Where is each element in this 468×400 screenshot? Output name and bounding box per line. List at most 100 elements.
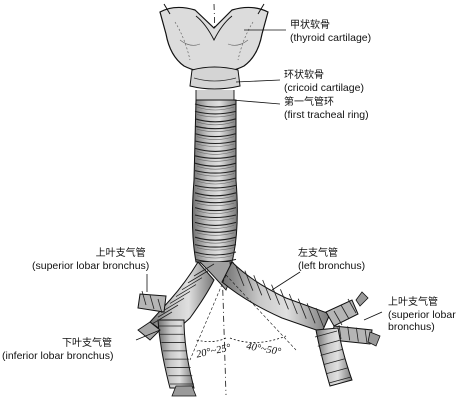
tracheal-ring-shadow bbox=[196, 121, 235, 126]
bronchus-ring bbox=[157, 298, 163, 314]
bronchus-ring bbox=[314, 330, 338, 338]
bronchus-ring bbox=[320, 349, 343, 356]
bronchus-ring bbox=[235, 265, 245, 287]
bronchus-ring bbox=[315, 307, 325, 329]
bronchus-ring bbox=[306, 303, 316, 324]
bronchus-ring bbox=[181, 277, 203, 291]
bronchus-ring bbox=[271, 284, 280, 305]
label-cricoid-zh: 环状软骨 bbox=[284, 70, 324, 81]
bronchus-ring bbox=[157, 304, 179, 318]
bronchus-ring bbox=[193, 263, 215, 277]
tracheal-ring bbox=[194, 251, 237, 256]
label-right-inferior-en: (inferior lobar bronchus) bbox=[2, 350, 114, 362]
tracheal-ring-shadow bbox=[196, 128, 235, 132]
bronchus-ring bbox=[175, 284, 197, 297]
tracheal-ring bbox=[194, 192, 237, 197]
bronchus-ring bbox=[244, 270, 254, 291]
tracheal-ring bbox=[194, 170, 237, 174]
tracheal-ring bbox=[194, 140, 237, 145]
tracheal-ring bbox=[194, 207, 237, 212]
label-cricoid: 环状软骨 (cricoid cartilage) bbox=[284, 70, 364, 94]
leader-lines bbox=[135, 29, 383, 341]
tracheal-ring-shadow bbox=[196, 225, 235, 229]
tracheal-ring-shadow bbox=[196, 136, 235, 140]
tracheal-ring bbox=[194, 103, 237, 108]
bronchi-rings bbox=[141, 263, 368, 385]
label-thyroid-en: (thyroid cartilage) bbox=[290, 32, 372, 44]
bronchus-ring bbox=[326, 367, 349, 375]
bronchus-ring bbox=[347, 298, 357, 314]
tracheal-ring-shadow bbox=[196, 202, 235, 206]
tracheal-ring-shadow bbox=[196, 217, 235, 221]
tracheal-ring-shadow bbox=[196, 210, 235, 214]
label-right-superior-zh: 上叶支气管 bbox=[95, 248, 146, 259]
tracheal-ring-shadow bbox=[196, 254, 235, 259]
bronchus-ring bbox=[163, 297, 185, 311]
bronchus-ring bbox=[297, 298, 307, 319]
bronchus-ring bbox=[328, 376, 352, 384]
tracheal-ring bbox=[194, 133, 237, 138]
bronchus-ring bbox=[151, 311, 173, 325]
label-first-ring-en: (first tracheal ring) bbox=[284, 109, 369, 121]
tracheal-ring-shadow bbox=[196, 114, 235, 118]
bronchus-ring bbox=[340, 304, 350, 320]
thyroid-cartilage bbox=[159, 3, 269, 75]
tracheal-ring bbox=[194, 221, 237, 226]
bronchus-ring bbox=[317, 339, 340, 347]
tracheal-ring-shadow bbox=[196, 165, 235, 170]
tracheal-ring-shadow bbox=[196, 180, 235, 185]
tracheal-ring-shadow bbox=[196, 247, 235, 251]
bronchus-ring bbox=[141, 290, 147, 306]
cricoid-cartilage bbox=[189, 66, 241, 103]
label-first-ring-zh: 第一气管环 bbox=[284, 97, 334, 108]
bronchus-ring bbox=[355, 327, 359, 342]
tracheal-ring bbox=[194, 229, 237, 233]
tracheal-ring bbox=[194, 118, 237, 123]
label-left-superior: 上叶支气管 (superior lobar bronchus) bbox=[388, 297, 456, 333]
tracheal-ring-shadow bbox=[196, 173, 235, 177]
bronchus-ring bbox=[364, 328, 368, 344]
bronchus-ring bbox=[347, 326, 351, 341]
label-left-main-zh: 左支气管 bbox=[298, 248, 338, 259]
tracheal-ring bbox=[194, 236, 237, 241]
tracheal-ring bbox=[194, 244, 237, 248]
bronchus-ring bbox=[280, 289, 289, 310]
label-left-superior-en1: (superior lobar bbox=[388, 309, 456, 321]
label-thyroid: 甲状软骨 (thyroid cartilage) bbox=[290, 20, 371, 44]
tracheal-ring bbox=[194, 214, 237, 219]
label-thyroid-zh: 甲状软骨 bbox=[290, 20, 330, 31]
label-cricoid-en: (cricoid cartilage) bbox=[284, 82, 364, 94]
tracheal-ring bbox=[194, 125, 237, 130]
tracheal-ring-shadow bbox=[196, 188, 235, 192]
label-left-superior-zh: 上叶支气管 bbox=[388, 297, 438, 308]
tracheal-ring bbox=[194, 147, 237, 152]
bronchus-ring bbox=[323, 358, 346, 365]
tracheal-ring bbox=[194, 258, 237, 263]
label-right-inferior-zh: 下叶支气管 bbox=[62, 338, 112, 349]
tracheal-ring-shadow bbox=[196, 143, 235, 147]
bronchus-ring bbox=[333, 310, 343, 326]
tracheal-ring-shadow bbox=[196, 151, 235, 155]
bronchus-ring bbox=[288, 293, 298, 315]
tracheal-ring bbox=[194, 184, 237, 189]
label-first-ring: 第一气管环 (first tracheal ring) bbox=[284, 97, 369, 121]
label-left-main-en: (left bronchus) bbox=[298, 260, 366, 272]
label-right-superior: 上叶支气管 (superior lobar bronchus) bbox=[32, 248, 149, 272]
tracheal-ring bbox=[194, 199, 237, 204]
bronchus-ring bbox=[262, 279, 272, 301]
bronchus-ring bbox=[338, 324, 342, 340]
tracheal-ring-shadow bbox=[196, 106, 235, 111]
bronchus-ring bbox=[187, 270, 209, 284]
angle-marks bbox=[189, 274, 297, 361]
label-right-inferior: 下叶支气管 (inferior lobar bronchus) bbox=[2, 338, 113, 362]
tracheal-ring bbox=[194, 155, 237, 159]
bronchus-ring bbox=[253, 275, 263, 296]
tracheal-ring-shadow bbox=[196, 158, 235, 162]
tracheal-ring-shadow bbox=[196, 195, 235, 200]
label-right-superior-en: (superior lobar bronchus) bbox=[32, 260, 150, 272]
bronchus-ring bbox=[149, 294, 155, 310]
tracheal-ring bbox=[194, 110, 237, 115]
label-left-superior-en2: bronchus) bbox=[388, 321, 435, 333]
